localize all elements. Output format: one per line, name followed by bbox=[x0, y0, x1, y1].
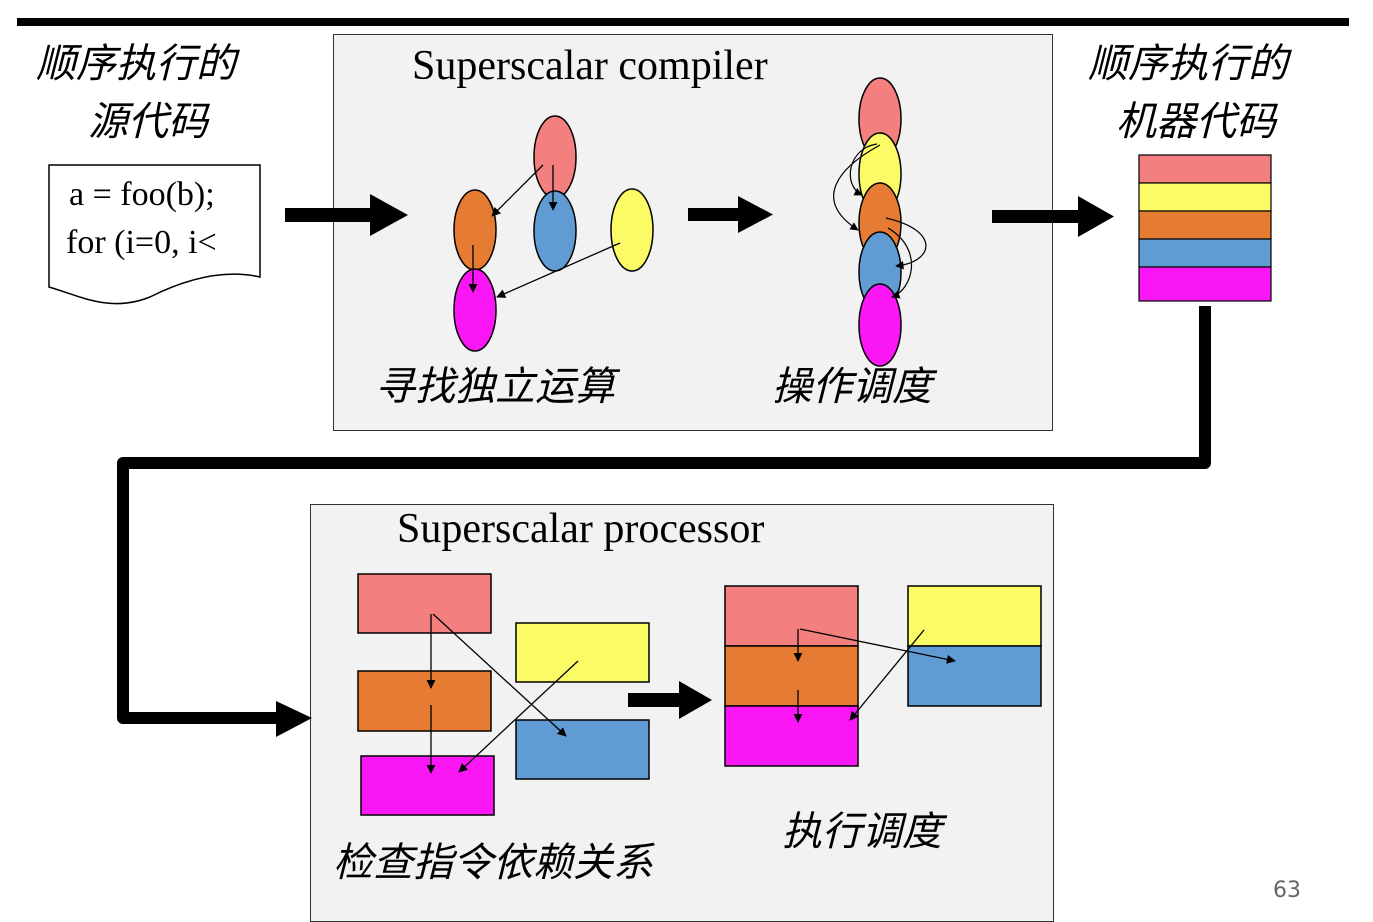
mc-orange bbox=[1138, 210, 1272, 240]
sched-op-magenta bbox=[858, 283, 902, 367]
exec-scheduling-label: 执行调度 bbox=[782, 809, 942, 855]
exec-schedule-graph bbox=[724, 585, 1042, 767]
mc-yellow bbox=[1138, 182, 1272, 212]
dep-red bbox=[357, 573, 492, 634]
find-independent-ops-label: 寻找独立运算 bbox=[375, 364, 615, 410]
flow-arrow-scheduled-to-exec bbox=[628, 681, 712, 719]
flow-arrow-source-to-compiler bbox=[285, 194, 408, 236]
exec-yellow bbox=[907, 585, 1042, 647]
source-code-label-line1: 顺序执行的 bbox=[36, 41, 236, 87]
independent-ops-graph bbox=[453, 115, 654, 352]
op-magenta bbox=[453, 268, 497, 352]
dep-yellow bbox=[515, 622, 650, 683]
op-red bbox=[533, 115, 577, 199]
dep-blue bbox=[515, 719, 650, 780]
op-scheduling-label: 操作调度 bbox=[772, 364, 932, 410]
source-code-label-line2: 源代码 bbox=[88, 99, 208, 145]
dep-orange bbox=[357, 670, 492, 732]
op-orange bbox=[453, 189, 497, 271]
code-line-1: a = foo(b); bbox=[69, 176, 215, 213]
op-yellow bbox=[610, 188, 654, 272]
exec-magenta bbox=[724, 705, 859, 767]
flow-connector-machine-code-to-processor bbox=[117, 306, 1211, 737]
flow-arrow-compiler-to-machine-code bbox=[992, 196, 1114, 237]
processor-panel-title: Superscalar processor bbox=[397, 506, 765, 552]
exec-orange bbox=[724, 645, 859, 707]
check-dependencies-label: 检查指令依赖关系 bbox=[333, 840, 653, 886]
machine-code-label-line1: 顺序执行的 bbox=[1088, 41, 1288, 87]
dep-magenta bbox=[360, 755, 495, 816]
mc-blue bbox=[1138, 238, 1272, 268]
mc-red bbox=[1138, 154, 1272, 184]
compiler-panel bbox=[333, 34, 1053, 431]
flow-arrow-find-to-schedule bbox=[688, 196, 773, 233]
code-line-2: for (i=0, i< bbox=[66, 224, 217, 261]
machine-code-label-line2: 机器代码 bbox=[1116, 99, 1276, 145]
op-blue bbox=[533, 190, 577, 272]
top-rule bbox=[17, 18, 1349, 26]
mc-magenta bbox=[1138, 266, 1272, 302]
compiler-panel-title: Superscalar compiler bbox=[412, 43, 768, 89]
scheduled-ops-stack bbox=[833, 77, 927, 367]
page-number: 63 bbox=[1273, 878, 1301, 903]
dependency-check-graph bbox=[357, 573, 650, 816]
machine-code-stack bbox=[1138, 154, 1272, 302]
